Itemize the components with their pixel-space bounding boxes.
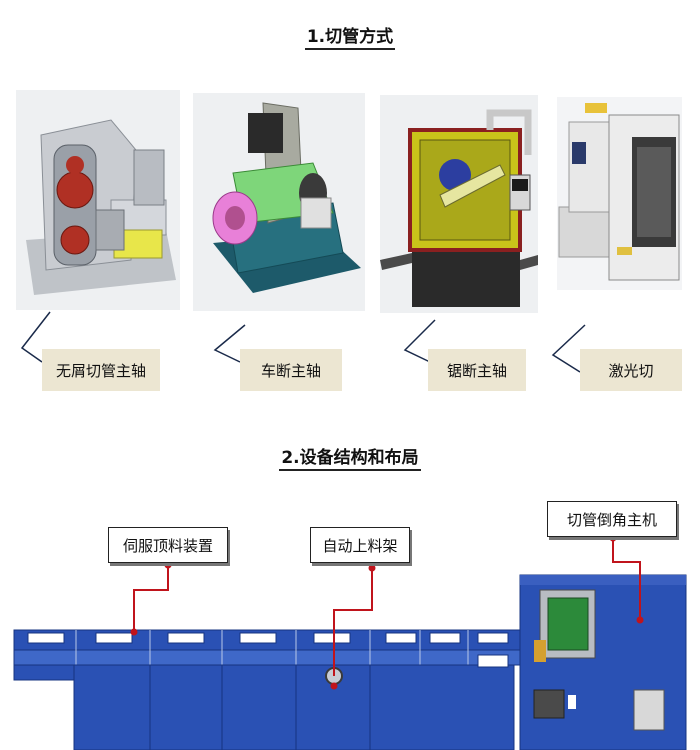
- caption-chipless-cutting-spindle: 无屑切管主轴: [42, 349, 160, 391]
- saw-cutting-spindle-icon: [380, 109, 538, 307]
- caption-lathe-cutoff-spindle: 车断主轴: [240, 349, 342, 391]
- chipless-cutting-spindle-image: [16, 90, 180, 310]
- saw-cutting-spindle-image: [380, 95, 538, 313]
- callout-auto-loading-rack: 自动上料架: [310, 527, 410, 563]
- callout-cutting-chamfer-main-machine: 切管倒角主机: [547, 501, 677, 537]
- section2-title: 2.设备结构和布局: [0, 443, 700, 471]
- lathe-cutoff-spindle-icon: [212, 102, 361, 293]
- section1-title: 1.切管方式: [0, 22, 700, 50]
- callout-servo-pusher: 伺服顶料装置: [108, 527, 228, 563]
- lathe-cutoff-spindle-image: [193, 93, 365, 311]
- laser-cutting-machine-icon: [558, 103, 680, 281]
- equipment-layout-diagram: [13, 534, 687, 750]
- caption-laser-cutting: 激光切: [580, 349, 682, 391]
- caption-saw-cutting-spindle: 锯断主轴: [428, 349, 526, 391]
- chipless-cutting-spindle-icon: [26, 119, 176, 295]
- laser-cutting-machine-image: [557, 97, 682, 290]
